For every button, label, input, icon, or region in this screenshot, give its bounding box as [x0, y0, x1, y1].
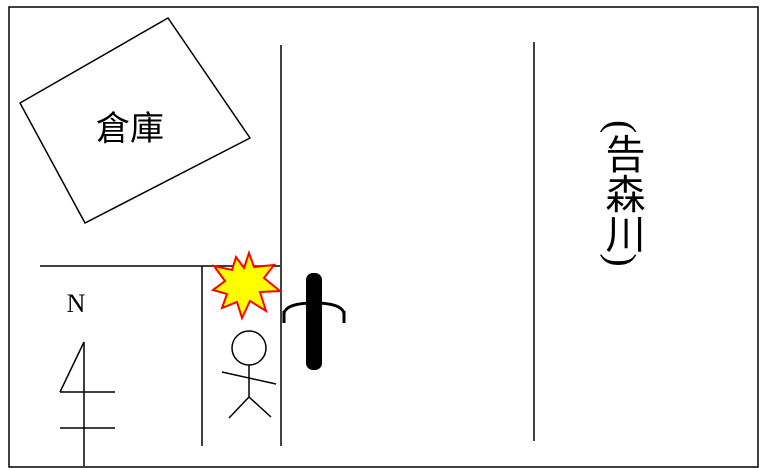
river-label: (告森川)	[600, 120, 645, 267]
north-label: N	[67, 289, 86, 318]
bicycle-body	[306, 273, 322, 370]
explosion-burst-icon	[210, 249, 283, 321]
diagram-frame	[8, 6, 759, 468]
warehouse-label: 倉庫	[96, 110, 164, 148]
warehouse-outline	[18, 17, 252, 225]
warehouse: 倉庫	[18, 17, 252, 225]
bicycle-handlebar	[282, 301, 346, 314]
bicycle-topview-icon	[282, 273, 346, 370]
north-arrow-icon	[59, 341, 115, 466]
north-arrow: N	[59, 289, 115, 466]
stick-figure-person-icon	[221, 330, 277, 419]
